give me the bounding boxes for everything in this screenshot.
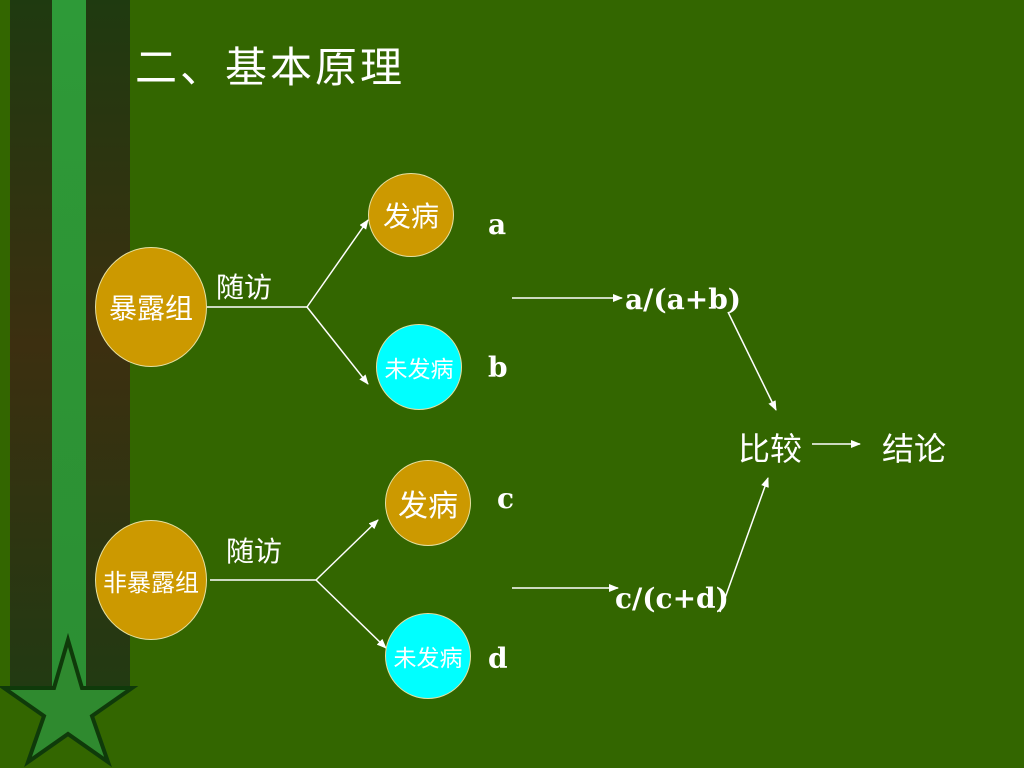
conclusion-label: 结论 xyxy=(882,430,947,468)
count-d: d xyxy=(488,642,508,675)
diseased-label-bottom: 发病 xyxy=(398,489,458,524)
star-icon xyxy=(0,632,139,768)
diseased-label-top: 发病 xyxy=(382,200,439,233)
slide-title: 二、基本原理 xyxy=(135,43,406,92)
unexposed-group-node: 非暴露组 xyxy=(95,520,207,640)
follow-up-label-top: 随访 xyxy=(216,271,273,304)
diseased-node-bottom: 发病 xyxy=(385,460,471,546)
arrow-rate-exposed-to-compare xyxy=(727,311,777,411)
diseased-node-top: 发病 xyxy=(368,173,454,257)
exposed-group-label: 暴露组 xyxy=(108,292,193,325)
rate-unexposed: c/(c+d) xyxy=(615,582,729,615)
arrow-rate-unexposed-to-compare xyxy=(719,477,769,613)
unexposed-group-label: 非暴露组 xyxy=(103,568,199,597)
arrow-to-diseased-top xyxy=(306,219,369,308)
not-diseased-node-bottom: 未发病 xyxy=(385,613,471,699)
count-c: c xyxy=(497,482,515,515)
arrow-to-diseased-bottom xyxy=(315,519,379,581)
not-diseased-node-top: 未发病 xyxy=(376,324,462,410)
arrow-to-not-diseased-top xyxy=(306,306,369,385)
count-a: a xyxy=(488,208,507,241)
compare-label: 比较 xyxy=(738,430,803,468)
arrow-to-not-diseased-bottom xyxy=(315,579,387,649)
count-b: b xyxy=(488,351,508,384)
not-diseased-label-top: 未发病 xyxy=(384,357,454,383)
stripe-2 xyxy=(52,0,86,690)
rate-exposed: a/(a+b) xyxy=(625,283,742,316)
exposed-group-node: 暴露组 xyxy=(95,247,207,367)
follow-up-label-bottom: 随访 xyxy=(226,535,283,568)
not-diseased-label-bottom: 未发病 xyxy=(393,646,463,672)
stripe-1 xyxy=(10,0,52,690)
